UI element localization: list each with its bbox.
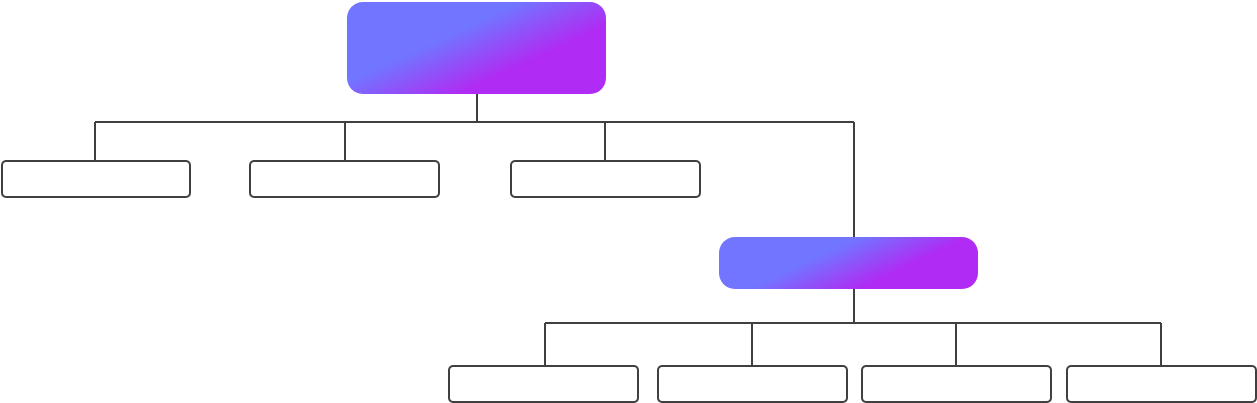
grandchild-node-1 bbox=[448, 365, 639, 403]
root-node bbox=[347, 2, 606, 94]
grandchild-node-4 bbox=[1066, 365, 1257, 403]
sub-root-node bbox=[719, 237, 978, 289]
child-node-1 bbox=[1, 160, 191, 198]
grandchild-node-2 bbox=[657, 365, 848, 403]
child-node-3 bbox=[510, 160, 701, 198]
child-node-2 bbox=[249, 160, 440, 198]
grandchild-node-3 bbox=[861, 365, 1052, 403]
